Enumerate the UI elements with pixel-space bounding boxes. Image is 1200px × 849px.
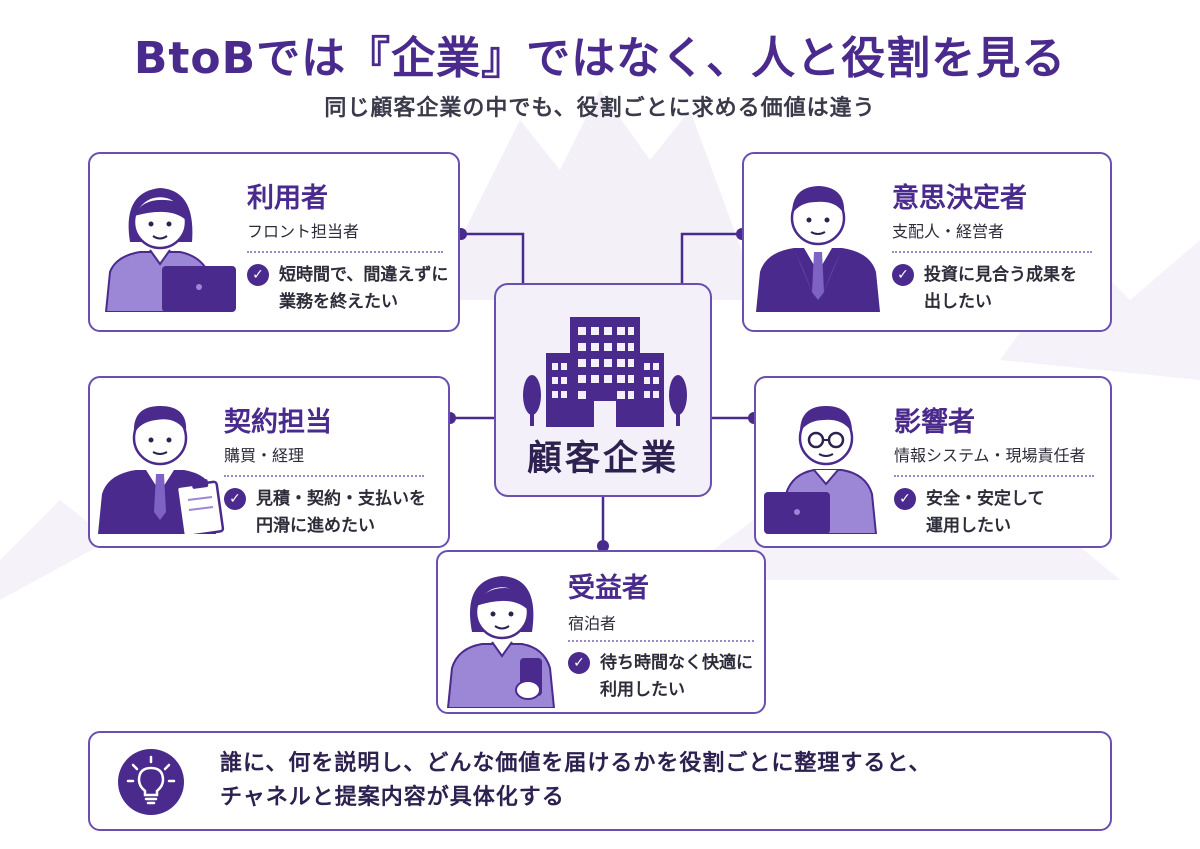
- role-title: 利用者: [247, 183, 328, 214]
- divider: [247, 251, 443, 253]
- connector-user: [461, 232, 525, 283]
- role-department: 宿泊者: [568, 614, 617, 633]
- office-building-icon: [523, 317, 687, 427]
- lightbulb-icon: [118, 749, 184, 815]
- center-customer-company: 顧客企業: [494, 283, 712, 497]
- divider: [894, 475, 1094, 477]
- need-text: 投資に見合う成果を 出したい: [924, 265, 1077, 313]
- avatar-man-suit-icon: [756, 186, 880, 312]
- need-item: ✓ 投資に見合う成果を 出したい: [892, 262, 1077, 316]
- role-title: 影響者: [894, 407, 975, 438]
- insight-text: 誰に、何を説明し、どんな価値を届けるかを役割ごとに整理すると、 チャネルと提案内…: [220, 751, 932, 811]
- need-item: ✓ 見積・契約・支払いを 円滑に進めたい: [224, 486, 426, 540]
- role-card-beneficiary: 受益者 宿泊者 ✓ 待ち時間なく快適に 利用したい: [436, 550, 766, 714]
- need-text: 安全・安定して 運用したい: [926, 489, 1045, 537]
- connector-dot-beneficiary: [597, 540, 609, 552]
- role-department: 支配人・経営者: [892, 222, 1005, 241]
- divider: [568, 640, 754, 642]
- role-card-decision-maker: 意思決定者 支配人・経営者 ✓ 投資に見合う成果を 出したい: [742, 152, 1112, 332]
- center-label: 顧客企業: [526, 439, 679, 479]
- need-item: ✓ 短時間で、間違えずに 業務を終えたい: [247, 262, 448, 316]
- check-circle-icon: ✓: [224, 488, 246, 510]
- role-title: 受益者: [568, 573, 649, 604]
- role-department: 情報システム・現場責任者: [894, 446, 1086, 465]
- page-subtitle: 同じ顧客企業の中でも、役割ごとに求める価値は違う: [324, 96, 876, 121]
- role-card-user: 利用者 フロント担当者 ✓ 短時間で、間違えずに 業務を終えたい: [88, 152, 460, 332]
- role-department: フロント担当者: [247, 222, 360, 241]
- need-item: ✓ 待ち時間なく快適に 利用したい: [568, 650, 753, 704]
- need-item: ✓ 安全・安定して 運用したい: [894, 486, 1045, 540]
- divider: [892, 251, 1092, 253]
- check-circle-icon: ✓: [894, 488, 916, 510]
- role-card-influencer: 影響者 情報システム・現場責任者 ✓ 安全・安定して 運用したい: [754, 376, 1112, 548]
- need-text: 短時間で、間違えずに 業務を終えたい: [279, 265, 449, 313]
- role-title: 契約担当: [224, 407, 332, 438]
- connector-decision: [680, 232, 742, 283]
- check-circle-icon: ✓: [568, 652, 590, 674]
- need-text: 見積・契約・支払いを 円滑に進めたい: [256, 489, 426, 537]
- need-text: 待ち時間なく快適に 利用したい: [600, 653, 753, 701]
- role-card-contract: 契約担当 購買・経理 ✓ 見積・契約・支払いを 円滑に進めたい: [88, 376, 450, 548]
- role-title: 意思決定者: [892, 183, 1027, 214]
- avatar-woman-laptop-icon: [104, 188, 236, 312]
- avatar-woman-phone-icon: [446, 576, 556, 708]
- avatar-man-clipboard-icon: [98, 406, 225, 534]
- divider: [224, 475, 424, 477]
- role-department: 購買・経理: [224, 446, 305, 465]
- check-circle-icon: ✓: [892, 264, 914, 286]
- insight-box: 誰に、何を説明し、どんな価値を届けるかを役割ごとに整理すると、 チャネルと提案内…: [88, 731, 1112, 831]
- avatar-man-glasses-laptop-icon: [764, 406, 878, 534]
- page-title: BtoBでは『企業』ではなく、人と役割を見る: [133, 33, 1067, 84]
- check-circle-icon: ✓: [247, 264, 269, 286]
